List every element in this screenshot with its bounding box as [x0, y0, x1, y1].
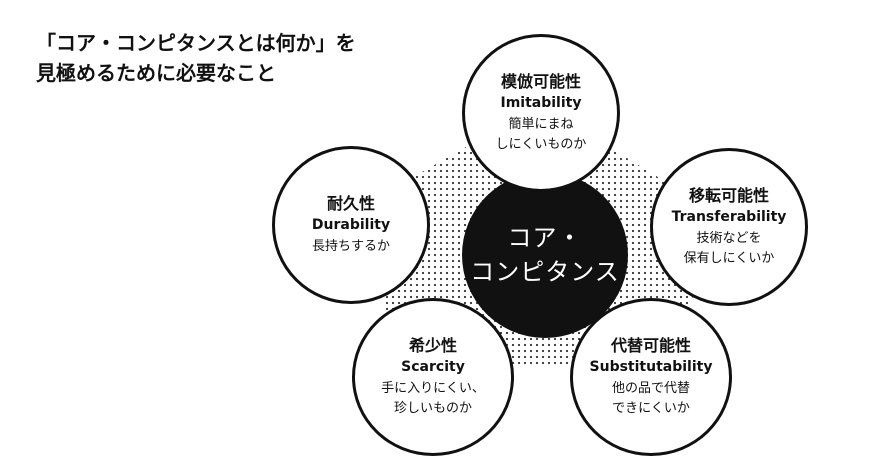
transferability-desc-1: 技術などを: [696, 231, 762, 246]
imitability-desc-1: 簡単にまね: [508, 117, 574, 132]
scarcity-title: 希少性: [408, 336, 457, 355]
imitability-english: Imitability: [500, 95, 582, 111]
scarcity-desc-1: 手に入りにくい、: [381, 381, 485, 396]
substitutability-title: 代替可能性: [610, 336, 691, 355]
node-substitutability: 代替可能性 Substitutability 他の品で代替 できにくいか: [570, 298, 732, 456]
core-competence-circle: コア・ コンピタンス: [462, 172, 628, 338]
center-label-line-2: コンピタンス: [470, 258, 620, 286]
heading: 「コア・コンピタンスとは何か」を 見極めるために必要なこと: [36, 28, 356, 88]
substitutability-desc-2: できにくいか: [612, 401, 690, 416]
durability-desc-1: 長持ちするか: [311, 239, 390, 254]
transferability-title: 移転可能性: [688, 186, 769, 205]
durability-title: 耐久性: [326, 194, 375, 213]
node-transferability: 移転可能性 Transferability 技術などを 保有しにくいか: [650, 148, 808, 306]
imitability-desc-2: しにくいものか: [495, 137, 587, 152]
substitutability-desc-1: 他の品で代替: [611, 381, 690, 396]
center-label-line-1: コア・: [507, 224, 583, 252]
heading-line-1: 「コア・コンピタンスとは何か」を: [36, 31, 356, 55]
scarcity-english: Scarcity: [401, 359, 465, 375]
scarcity-desc-2: 珍しいものか: [393, 401, 472, 416]
substitutability-english: Substitutability: [589, 359, 713, 375]
durability-english: Durability: [311, 217, 391, 233]
node-durability: 耐久性 Durability 長持ちするか: [272, 146, 430, 304]
imitability-title: 模倣可能性: [500, 72, 581, 91]
node-scarcity: 希少性 Scarcity 手に入りにくい、 珍しいものか: [352, 298, 514, 456]
transferability-english: Transferability: [671, 209, 787, 225]
heading-line-2: 見極めるために必要なこと: [36, 61, 276, 85]
transferability-desc-2: 保有しにくいか: [683, 251, 775, 266]
node-imitability: 模倣可能性 Imitability 簡単にまね しにくいものか: [462, 34, 620, 192]
